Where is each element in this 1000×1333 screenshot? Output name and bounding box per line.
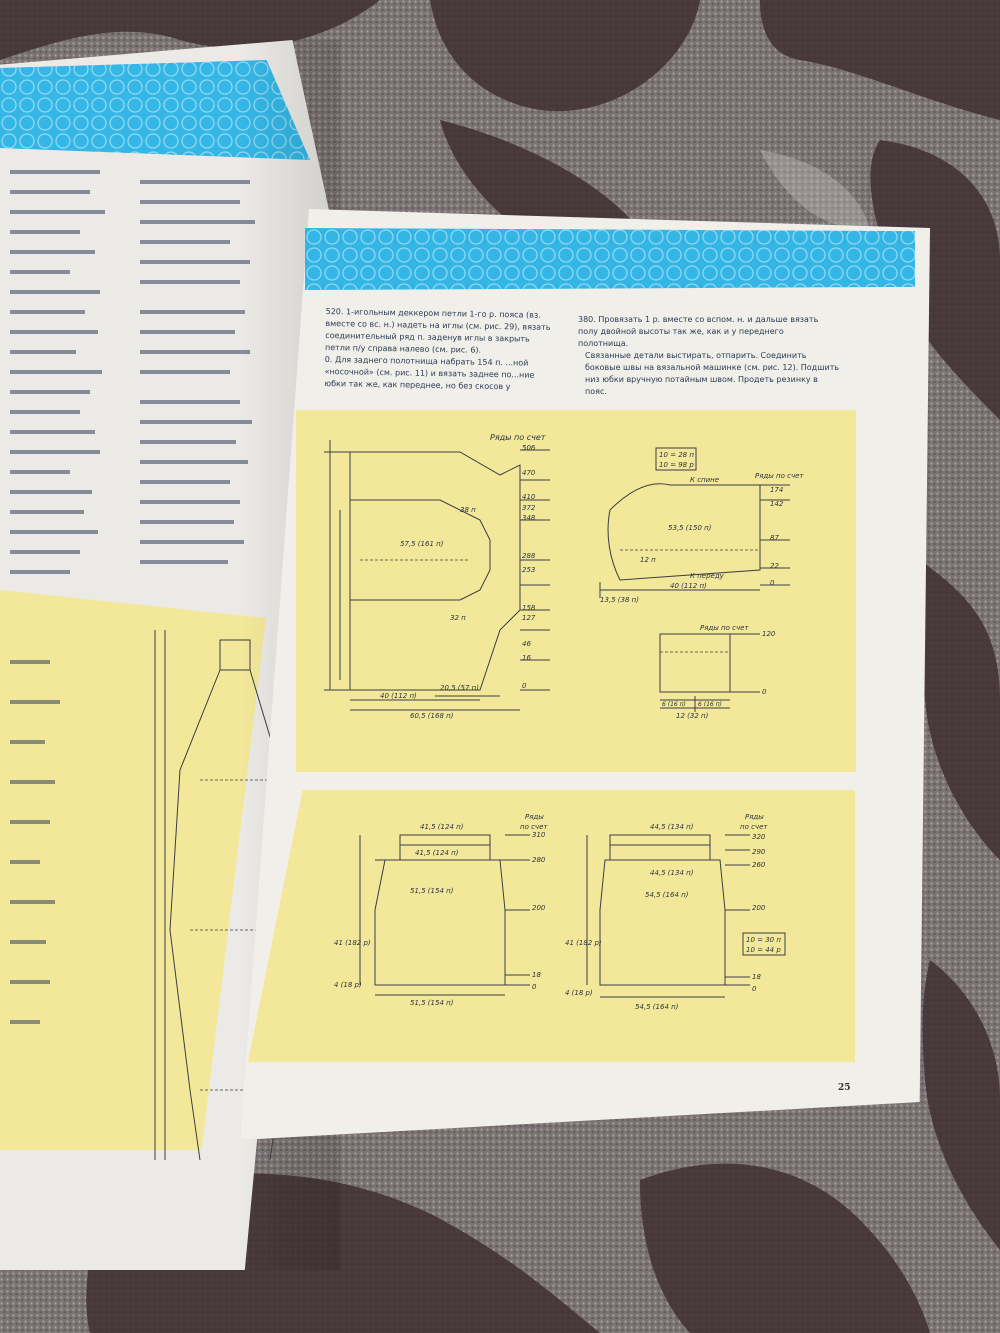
diagram-label: 44,5 (134 п) [650, 869, 694, 877]
right-page-decorative-band [305, 228, 915, 290]
width-label: 20,5 (57 п) [440, 684, 479, 692]
row-label: 16 [522, 654, 531, 662]
diagram-header: Ряды по счет [490, 433, 546, 442]
diagram-label: 4 (18 р) [565, 989, 593, 997]
diagram-label: 12 (32 п) [676, 712, 709, 720]
row-label: 253 [522, 566, 535, 574]
row-label: 348 [522, 514, 536, 522]
diagram-label: 41 (182 р) [565, 939, 602, 947]
width-label: 32 п [450, 614, 466, 622]
row-label: 0 [532, 983, 537, 991]
instruction-text-1: 520. 1-игольным деккером петли 1-го р. п… [324, 306, 554, 392]
left-page-content [10, 170, 291, 1160]
row-label: 18 [532, 971, 541, 979]
waistband-diagram: Ряды по счет 120 0 6 (16 п) 6 (16 п) 12 … [659, 624, 776, 720]
diagram-label: 51,5 (154 п) [410, 999, 454, 1007]
scale-legend: 10 = 98 р [659, 461, 694, 469]
skirt-front-diagram: Ряды по счет 310 280 200 18 0 41,5 (124 … [334, 813, 548, 1007]
row-label: 320 [752, 833, 766, 841]
diagram-label: 54,5 (164 п) [635, 1003, 679, 1011]
row-label: 200 [752, 904, 766, 912]
row-label: 174 [770, 486, 783, 494]
page-number: 25 [838, 1083, 851, 1093]
row-label: 0 [770, 579, 775, 587]
row-label: 127 [522, 614, 536, 622]
diagram-label: 41,5 (124 п) [415, 849, 459, 857]
diagram-header: по счет [740, 823, 768, 831]
row-label: 158 [522, 604, 536, 612]
diagram-header: Ряды [525, 813, 544, 821]
skirt-back-diagram: 10 = 30 п 10 = 44 р Ряды по счет 320 290… [565, 813, 786, 1011]
row-label: 410 [522, 493, 536, 501]
row-label: 260 [752, 861, 766, 869]
row-label: 0 [752, 985, 757, 993]
row-label: 310 [532, 831, 546, 839]
width-label: 40 (112 п) [380, 692, 417, 700]
row-label: 506 [522, 444, 536, 452]
row-label: 0 [522, 682, 527, 690]
row-label: 288 [522, 552, 536, 560]
width-label: 60,5 (168 п) [410, 712, 454, 720]
diagram-label: 6 (16 п) [698, 701, 722, 708]
row-label: 470 [522, 469, 536, 477]
width-label: 38 п [460, 506, 476, 514]
row-label: 46 [522, 640, 531, 648]
left-page-decorative-band [0, 60, 310, 160]
instruction-text-3: Связанные детали выстирать, отпарить. Со… [585, 351, 840, 396]
diagram-label: 4 (18 р) [334, 981, 362, 989]
row-label: 87 [770, 534, 779, 542]
scale-legend: 10 = 28 п [659, 451, 694, 459]
diagram-label: 41 (182 р) [334, 939, 371, 947]
diagram-panel-bottom [248, 790, 855, 1062]
diagram-panel-top [296, 410, 856, 772]
diagram-label: 44,5 (134 п) [650, 823, 694, 831]
row-label: 372 [522, 504, 536, 512]
row-label: 22 [770, 562, 779, 570]
instruction-text-2: 380. Провязать 1 р. вместе со вспом. н. … [578, 315, 821, 348]
diagram-header: по счет [520, 823, 548, 831]
width-label: 57,5 (161 п) [400, 540, 444, 548]
front-panel-diagram: Ряды по счет 506 470 410 372 348 288 253… [324, 433, 550, 720]
row-label: 280 [532, 856, 546, 864]
diagram-label: 13,5 (38 п) [600, 596, 639, 604]
diagram-header: Ряды по счет [755, 472, 804, 480]
diagram-label: 40 (112 п) [670, 582, 707, 590]
row-label: 18 [752, 973, 761, 981]
diagram-label: 41,5 (124 п) [420, 823, 464, 831]
diagram-header: Ряды [745, 813, 764, 821]
sleeve-diagram: 10 = 28 п 10 = 98 р Ряды по счет 174 142… [599, 447, 804, 604]
diagram-label: 54,5 (164 п) [645, 891, 689, 899]
scale-legend: 10 = 30 п [746, 936, 781, 944]
row-label: 0 [762, 688, 767, 696]
row-label: 200 [532, 904, 546, 912]
row-label: 290 [752, 848, 766, 856]
diagram-label: 51,5 (154 п) [410, 887, 454, 895]
diagram-header: Ряды по счет [700, 624, 749, 632]
diagram-label: 12 п [640, 556, 656, 564]
row-label: 142 [770, 500, 784, 508]
row-label: 120 [762, 630, 776, 638]
scale-legend: 10 = 44 р [746, 946, 781, 954]
diagram-label: К спине [690, 476, 719, 484]
diagram-label: 53,5 (150 п) [668, 524, 712, 532]
diagram-label: 6 (16 п) [662, 701, 686, 708]
diagram-label: К переду [690, 572, 725, 580]
